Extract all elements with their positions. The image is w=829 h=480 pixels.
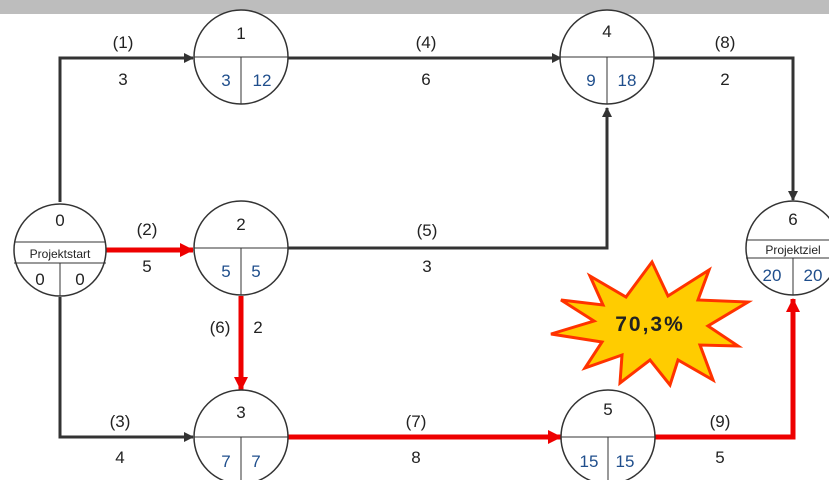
- activity-7-duration: 8: [411, 448, 420, 467]
- top-bar: [0, 0, 829, 14]
- node-2-ef: 5: [251, 262, 260, 281]
- activity-1-duration: 3: [118, 70, 127, 89]
- node-5: 5 15 15: [560, 389, 656, 480]
- activity-9-name: (9): [710, 412, 731, 431]
- activity-8-duration: 2: [720, 70, 729, 89]
- activity-9-duration: 5: [715, 448, 724, 467]
- edge-8: [654, 56, 798, 201]
- explosion-icon: [550, 259, 754, 389]
- edge-3: [58, 297, 194, 442]
- node-3: 3 7 7: [193, 389, 289, 480]
- node-0-es: 0: [35, 270, 44, 289]
- node-6-es: 20: [763, 266, 782, 285]
- edge-5: [288, 107, 612, 250]
- activity-5-duration: 3: [422, 257, 431, 276]
- activity-2-duration: 5: [142, 257, 151, 276]
- activity-2-name: (2): [137, 220, 158, 239]
- node-1-id: 1: [236, 24, 245, 43]
- node-0: 0 Projektstart 0 0: [13, 203, 107, 297]
- activity-6-name: (6): [210, 318, 231, 337]
- node-6: 6 Projektziel 20 20: [745, 200, 829, 296]
- node-3-id: 3: [236, 403, 245, 422]
- activity-1-name: (1): [113, 33, 134, 52]
- edge-9: [655, 298, 800, 440]
- activity-6-duration: 2: [253, 318, 262, 337]
- node-3-es: 7: [221, 452, 230, 471]
- node-4-id: 4: [602, 22, 611, 41]
- node-5-es: 15: [580, 452, 599, 471]
- node-4: 4 9 18: [559, 9, 655, 105]
- node-1-ef: 12: [253, 71, 272, 90]
- node-6-id: 6: [788, 210, 797, 229]
- edge-1: [58, 53, 194, 202]
- node-2: 2 5 5: [193, 200, 289, 296]
- node-5-id: 5: [603, 400, 612, 419]
- activity-4-name: (4): [416, 33, 437, 52]
- node-5-ef: 15: [616, 452, 635, 471]
- node-0-id: 0: [55, 211, 64, 230]
- activity-8-name: (8): [715, 33, 736, 52]
- activity-4-duration: 6: [421, 70, 430, 89]
- activity-3-name: (3): [110, 412, 131, 431]
- node-6-ef: 20: [804, 266, 823, 285]
- node-1: 1 3 12: [193, 9, 289, 105]
- node-4-ef: 18: [618, 71, 637, 90]
- node-4-es: 9: [586, 71, 595, 90]
- node-2-es: 5: [221, 262, 230, 281]
- node-3-ef: 7: [251, 452, 260, 471]
- node-6-label: Projektziel: [765, 243, 820, 257]
- node-1-es: 3: [221, 71, 230, 90]
- node-2-id: 2: [236, 215, 245, 234]
- activity-7-name: (7): [406, 412, 427, 431]
- activity-3-duration: 4: [115, 448, 124, 467]
- node-0-ef: 0: [75, 270, 84, 289]
- percent-badge: 70,3%: [550, 259, 754, 389]
- percent-value: 70,3%: [615, 313, 685, 336]
- node-0-label: Projektstart: [30, 247, 91, 261]
- activity-5-name: (5): [417, 221, 438, 240]
